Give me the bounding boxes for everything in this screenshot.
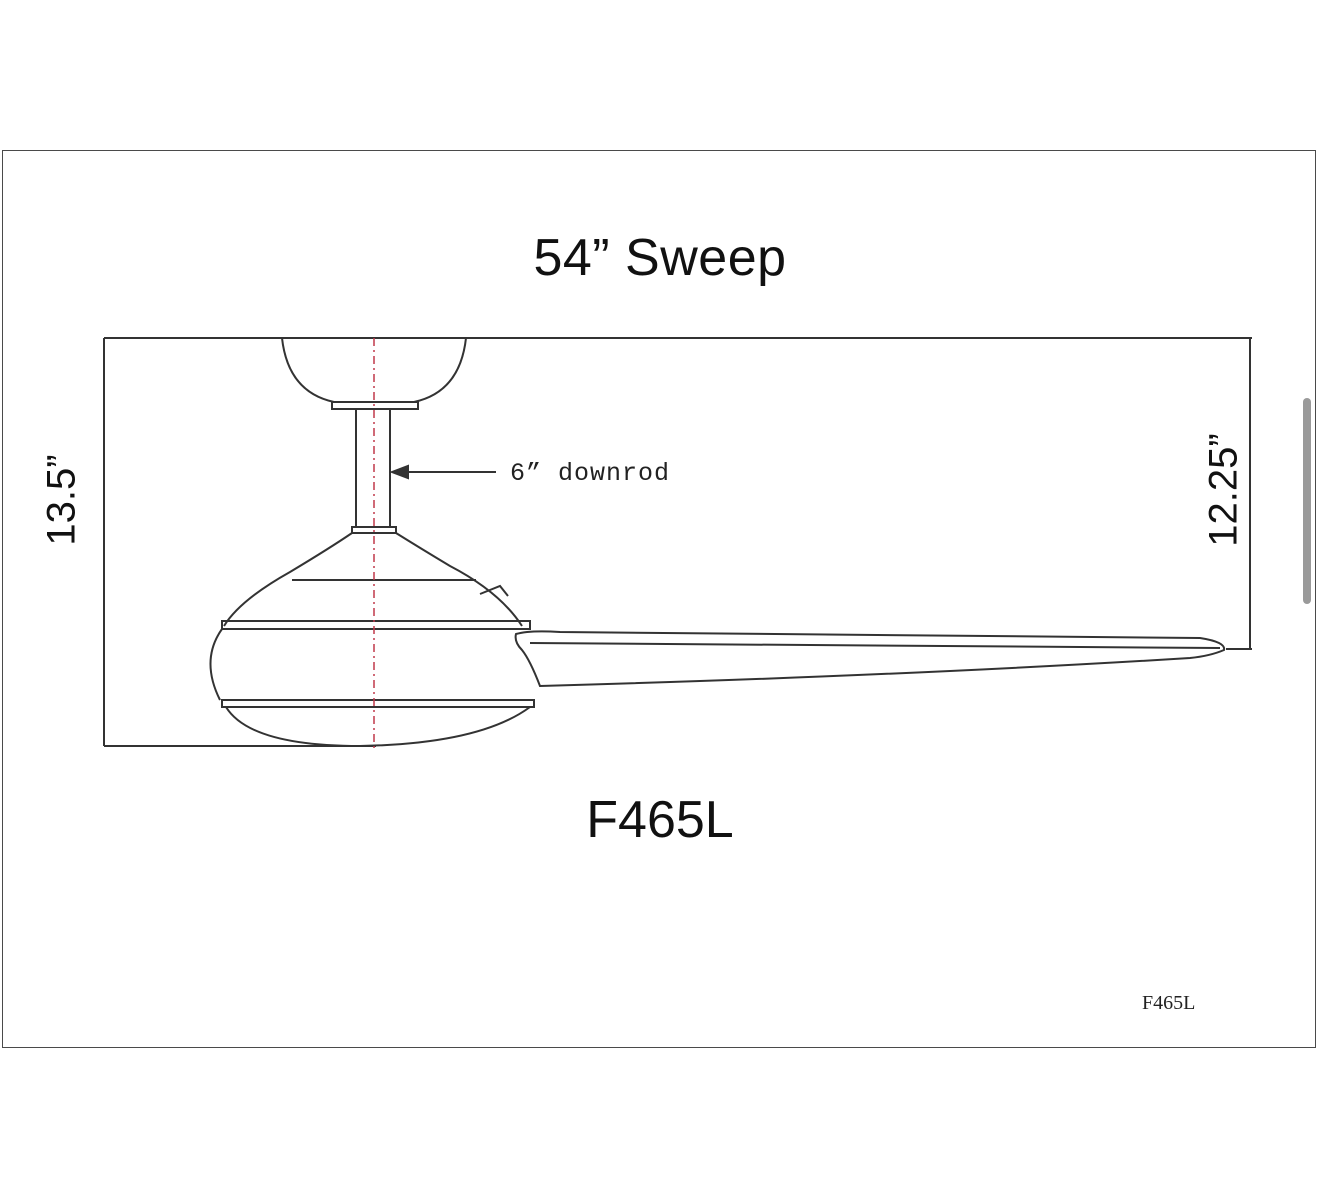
housing-band-2 [221,620,531,630]
downrod-coupler [351,526,397,534]
blade-edge-line [529,642,1221,649]
downrod-label: 6” downrod [510,459,671,488]
model-number-small: F465L [1142,992,1196,1014]
fan-blade [514,630,1226,688]
housing-band-3 [221,699,535,708]
vertical-scrollbar[interactable] [1303,398,1311,604]
light-kit-bowl [225,706,531,748]
drawing-frame [2,150,1316,1048]
canopy-collar [331,401,419,410]
model-number-large: F465L [586,791,734,849]
sweep-title: 54” Sweep [533,229,787,287]
downrod-arrow-head [389,464,409,480]
blade-drop-dimension-label: 12.25” [1201,433,1246,547]
height-dimension-label: 13.5” [39,454,84,546]
housing-upper-right [395,532,523,627]
housing-lower-left [209,628,223,701]
housing-upper-left [223,532,353,627]
housing-switch [479,584,509,597]
